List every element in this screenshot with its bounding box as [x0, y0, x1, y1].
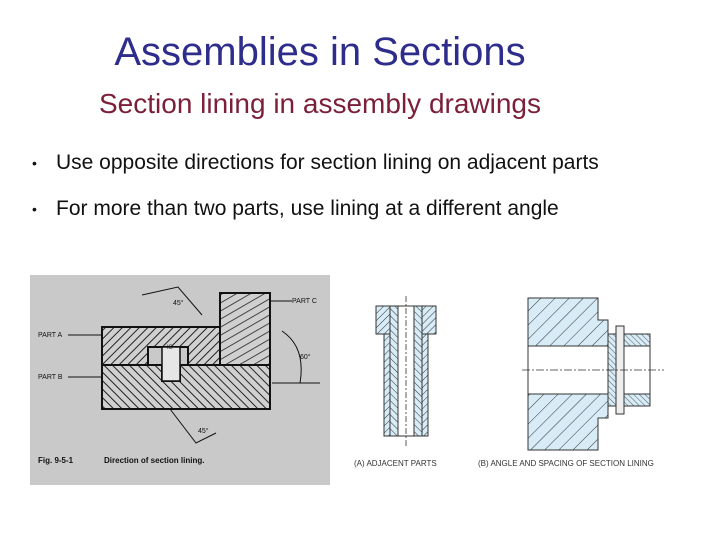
adjacent-parts-figure: (A) ADJACENT PARTS — [354, 296, 437, 468]
part-c-label: PART C — [292, 298, 317, 305]
center-label: IS — [167, 345, 173, 351]
angle-spacing-figure: (B) ANGLE AND SPACING OF SECTION LINING — [478, 297, 664, 468]
bullet-dot-icon: • — [32, 201, 37, 217]
slide-subtitle: Section lining in assembly drawings — [99, 88, 541, 119]
part-a-label: PART A — [38, 332, 62, 339]
angle-right-label: 60° — [300, 353, 311, 361]
angle-bottom-label: 45° — [198, 427, 209, 435]
adjacent-parts-caption: (A) ADJACENT PARTS — [354, 459, 437, 468]
bullet-list: • Use opposite directions for section lin… — [28, 148, 599, 240]
slide-title: Assemblies in Sections — [114, 30, 526, 74]
caption-text: Direction of section lining. — [104, 456, 204, 465]
bullet-item: • Use opposite directions for section lin… — [28, 148, 599, 194]
part-c-shape — [219, 292, 271, 366]
section-lining-figure: IS PART A PART B PART C 45° 60° 45° Fig.… — [30, 275, 330, 485]
bolt-shape — [161, 346, 181, 382]
part-b-shape — [101, 364, 271, 410]
bullet-text: For more than two parts, use lining at a… — [56, 197, 559, 220]
part-b-label: PART B — [38, 374, 63, 381]
bullet-item: • For more than two parts, use lining at … — [28, 194, 599, 240]
caption-number: Fig. 9-5-1 — [38, 456, 74, 465]
bullet-dot-icon: • — [32, 155, 37, 171]
bullet-text: Use opposite directions for section lini… — [56, 151, 599, 174]
angle-top-label: 45° — [173, 299, 184, 307]
angle-spacing-caption: (B) ANGLE AND SPACING OF SECTION LINING — [478, 459, 654, 468]
